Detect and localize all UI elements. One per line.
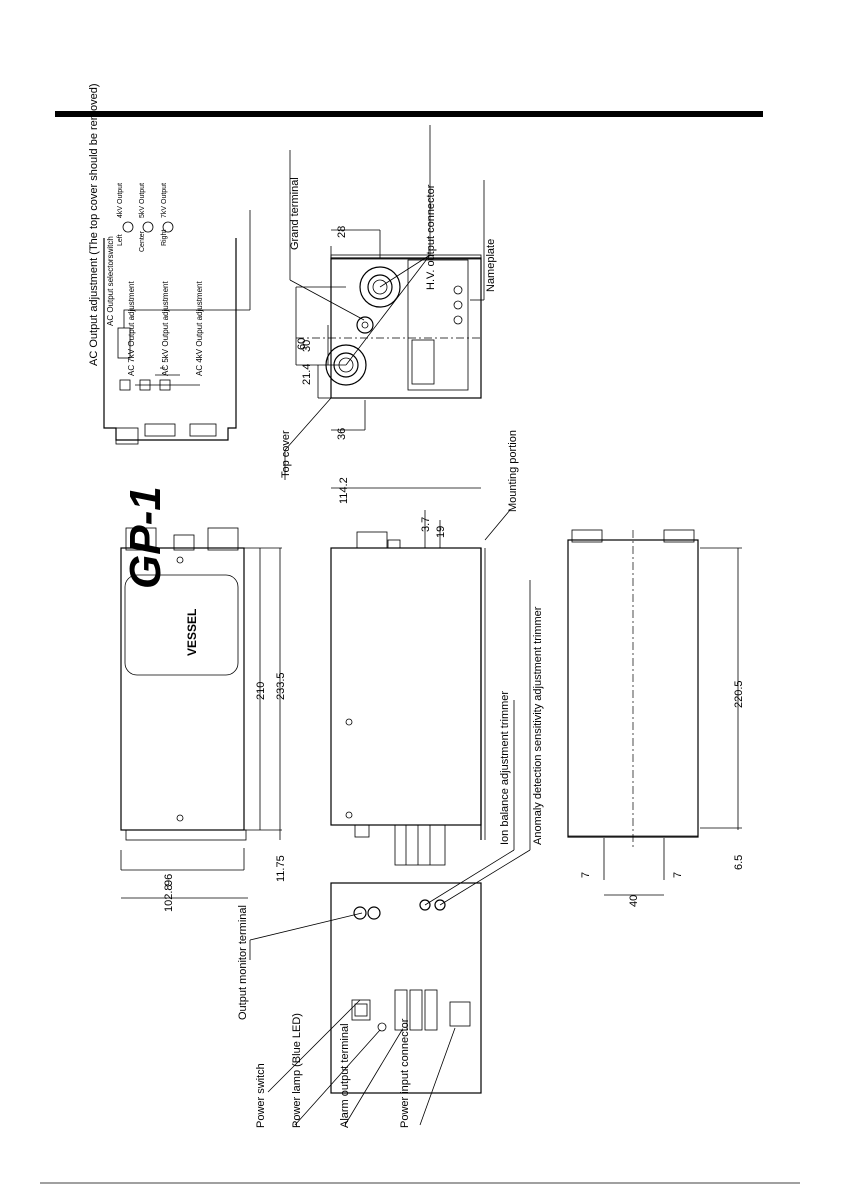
out-4kv-label: 4kV Output [117,183,124,218]
center-label: Center [139,230,146,252]
dim-7-right: 7 [672,872,684,878]
top-view [120,527,282,899]
bottom-view [567,529,742,896]
right-label: Right [161,230,168,246]
power-switch-label: Power switch [255,1063,267,1128]
dim-60: 60 [296,338,308,350]
output-monitor-label: Output monitor terminal [237,905,249,1020]
top-cover-label: Top cover [280,430,292,478]
dim-210: 210 [255,682,267,700]
dim-6-5: 6.5 [733,855,745,870]
dim-7-left: 7 [580,872,592,878]
dim-30: 30 [301,340,313,352]
front-panel-view [249,580,531,1126]
power-lamp-label: Power lamp (Blue LED) [291,1013,303,1128]
dim-3-7: 3.7 [420,517,432,532]
mounting-portion-label: Mounting portion [507,430,519,512]
ac-output-selector-label: AC Output selectorswitch [106,236,115,326]
dim-28: 28 [336,226,348,238]
ac-5kv-label: AC 5kV Output adjustment [161,281,170,376]
alarm-output-label: Alarm output terminal [339,1023,351,1128]
out-5kv-label: 5kV Output [139,183,146,218]
ion-balance-label: Ion balance adjustment trimmer [499,691,511,845]
dim-36: 36 [336,428,348,440]
dim-40: 40 [628,895,640,907]
anomaly-label: Anomaly detection sensitivity adjustment… [532,606,544,845]
dim-21-4: 21.4 [301,364,313,385]
left-label: Left [117,234,124,246]
ac-4kv-label: AC 4kV Output adjustment [195,281,204,376]
dim-233-5: 233.5 [275,672,287,700]
nameplate-label: Nameplate [485,239,497,292]
ac-output-title: AC Output adjustment (The top cover shou… [88,84,100,366]
logo-label: GP-1 [121,486,170,589]
power-input-label: Power input connector [399,1018,411,1128]
connector-end-view [284,125,485,480]
side-view [330,487,511,866]
dim-96: 96 [163,874,175,886]
header-rule [55,111,763,117]
grand-terminal-label: Grand terminal [289,177,301,250]
ac-output-view [103,210,251,445]
dim-114-2: 114.2 [338,477,350,504]
dim-102-8: 102.8 [163,884,175,912]
dim-220-5: 220.5 [733,680,745,708]
brand-label: VESSEL [185,609,199,656]
dim-11-75: 11.75 [275,855,287,882]
dim-19: 19 [435,526,447,538]
ac-7kv-label: AC 7kV Output adjustment [127,281,136,376]
hv-connector-label: H.V. output connector [425,184,437,290]
out-7kv-label: 7kV Output [161,183,168,218]
